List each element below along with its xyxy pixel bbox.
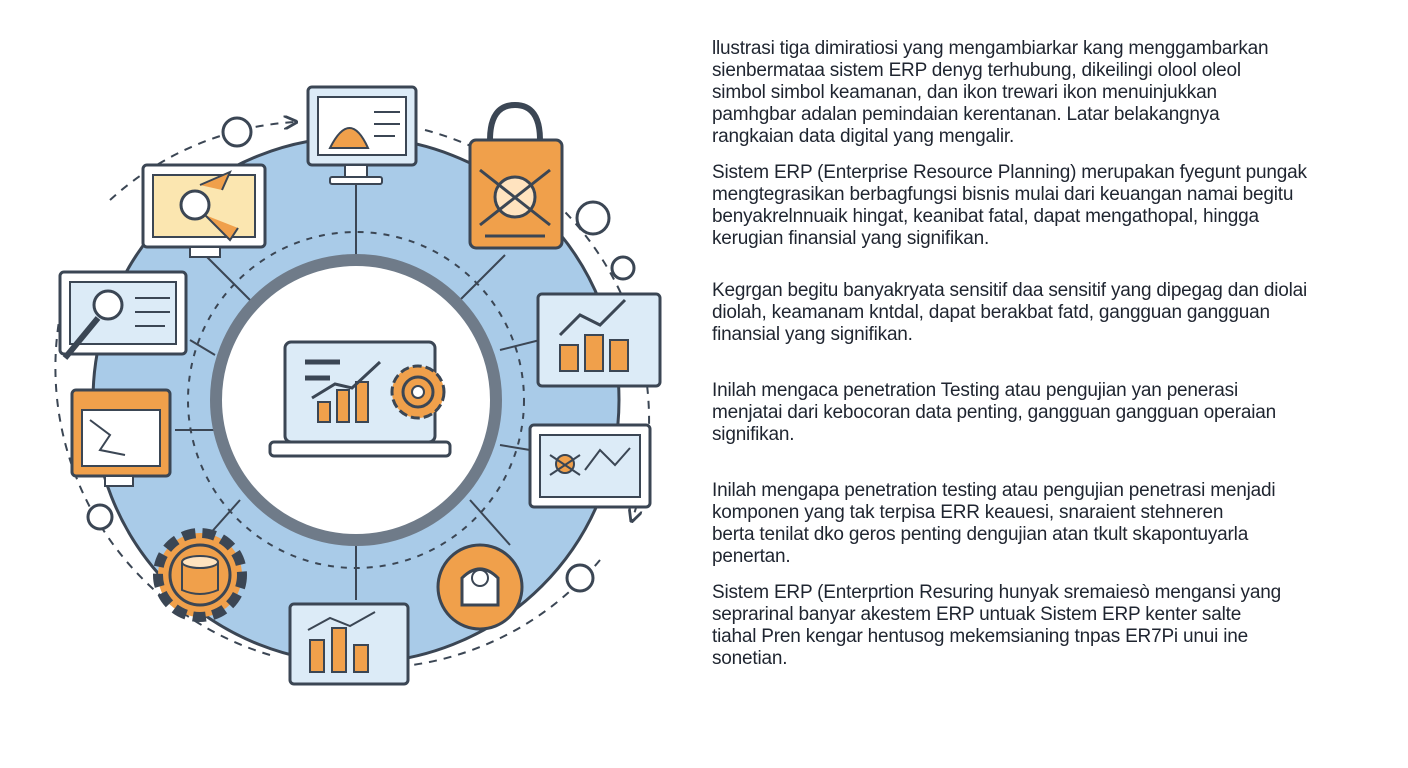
- paragraph-line: pamhgbar adalan pemindaian kerentanan. L…: [712, 104, 1220, 125]
- erp-security-diagram: [54, 85, 662, 686]
- paragraph-line: komponen yang tak terpisa ERR keauesi, s…: [712, 502, 1224, 523]
- shield-user-icon: [436, 543, 524, 631]
- monitor-bug-graph-icon: [528, 423, 652, 509]
- paragraph-line: kerugian finansial yang signifikan.: [712, 228, 990, 249]
- paragraph-1: llustrasi tiga dimiratiosi yang mengambi…: [712, 38, 1382, 148]
- paragraph-5: Inilah mengapa penetration testing atau …: [712, 480, 1382, 568]
- inner-dashed-ring: [187, 231, 525, 569]
- center-laptop-chart-gear-icon: [268, 340, 452, 458]
- paragraph-line: sienbermataa sistem ERP denyg terhubung,…: [712, 60, 1241, 81]
- node-circles: [86, 116, 636, 593]
- paragraph-4: Inilah mengaca penetration Testing atau …: [712, 380, 1382, 446]
- paragraph-6: Sistem ERP (Enterprtion Resuring hunyak …: [712, 582, 1382, 670]
- paragraph-line: mengtegrasikan berbagfungsi bisnis mulai…: [712, 184, 1294, 205]
- paragraph-line: Sistem ERP (Enterprise Resource Planning…: [712, 162, 1307, 183]
- paragraph-line: tiahal Pren kengar hentusog mekemsianing…: [712, 626, 1248, 647]
- paragraph-line: menjatai dari kebocoran data penting, ga…: [712, 402, 1276, 423]
- paragraph-line: berta tenilat dko geros penting dengujia…: [712, 524, 1249, 545]
- monitor-broken-icon: [70, 388, 172, 487]
- paragraph-line: seprarinal banyar akestem ERP untuak Sis…: [712, 604, 1242, 625]
- paragraph-line: Kegrgan begitu banyakryata sensitif daa …: [712, 280, 1308, 301]
- paragraph-line: finansial yang signifikan.: [712, 324, 913, 345]
- paragraph-line: rangkaian data digital yang mengalir.: [712, 126, 1015, 147]
- paragraph-3: Kegrgan begitu banyakryata sensitif daa …: [712, 280, 1382, 346]
- paragraph-line: signifikan.: [712, 424, 795, 445]
- monitor-magnifier-icon: [58, 270, 188, 360]
- paragraph-line: Sistem ERP (Enterprtion Resuring hunyak …: [712, 582, 1281, 603]
- paragraph-2: Sistem ERP (Enterprise Resource Planning…: [712, 162, 1382, 250]
- gear-database-icon: [153, 528, 247, 622]
- paragraph-line: sonetian.: [712, 648, 788, 669]
- description-panel: llustrasi tiga dimiratiosi yang mengambi…: [712, 38, 1382, 670]
- paragraph-line: Inilah mengapa penetration testing atau …: [712, 480, 1276, 501]
- monitor-hacker-icon: [306, 85, 418, 185]
- monitor-arrows-icon: [141, 163, 267, 258]
- paragraph-line: Inilah mengaca penetration Testing atau …: [712, 380, 1238, 401]
- monitor-bar-chart-icon: [288, 602, 410, 686]
- paragraph-line: llustrasi tiga dimiratiosi yang mengambi…: [712, 38, 1269, 59]
- paragraph-line: benyakrelnnuaik hingat, keanibat fatal, …: [712, 206, 1259, 227]
- paragraph-line: diolah, keamanam kntdal, dapat berakbat …: [712, 302, 1270, 323]
- paragraph-line: penertan.: [712, 546, 791, 567]
- monitor-rising-chart-icon: [536, 292, 662, 388]
- paragraph-line: simbol simbol keamanan, dan ikon trewari…: [712, 82, 1217, 103]
- padlock-bug-icon: [468, 101, 564, 250]
